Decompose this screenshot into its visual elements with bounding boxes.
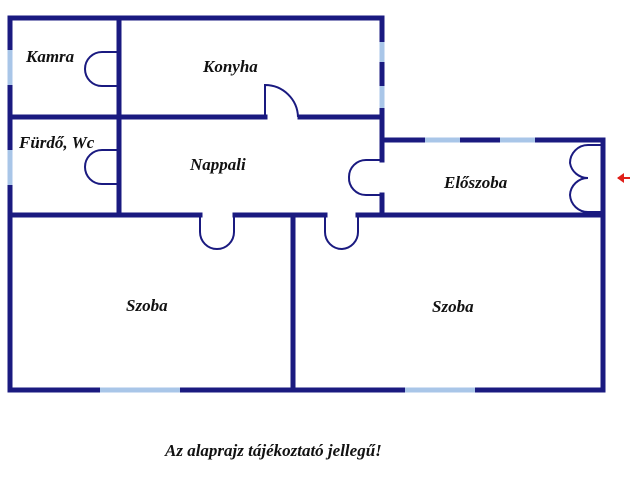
door-kamra: [83, 51, 119, 87]
door-entrance: [568, 144, 603, 214]
windows: [7, 42, 535, 393]
room-label-nappali: Nappali: [189, 155, 246, 174]
door-szoba-right: [324, 215, 360, 251]
door-furdo: [83, 149, 119, 185]
room-label-kamra: Kamra: [25, 47, 75, 66]
walls: [7, 15, 606, 393]
doors: [83, 51, 603, 251]
room-label-eloszoba: Előszoba: [443, 173, 508, 192]
entry-arrow-icon: [617, 173, 630, 183]
door-eloszoba: [347, 159, 382, 197]
door-szoba-left: [199, 215, 235, 251]
disclaimer-note: Az alaprajz tájékoztató jellegű!: [164, 441, 382, 460]
room-label-konyha: Konyha: [202, 57, 258, 76]
room-label-szoba-right: Szoba: [432, 297, 474, 316]
room-label-furdo: Fürdő, Wc: [18, 133, 95, 152]
door-konyha: [264, 83, 299, 118]
room-label-szoba-left: Szoba: [126, 296, 168, 315]
